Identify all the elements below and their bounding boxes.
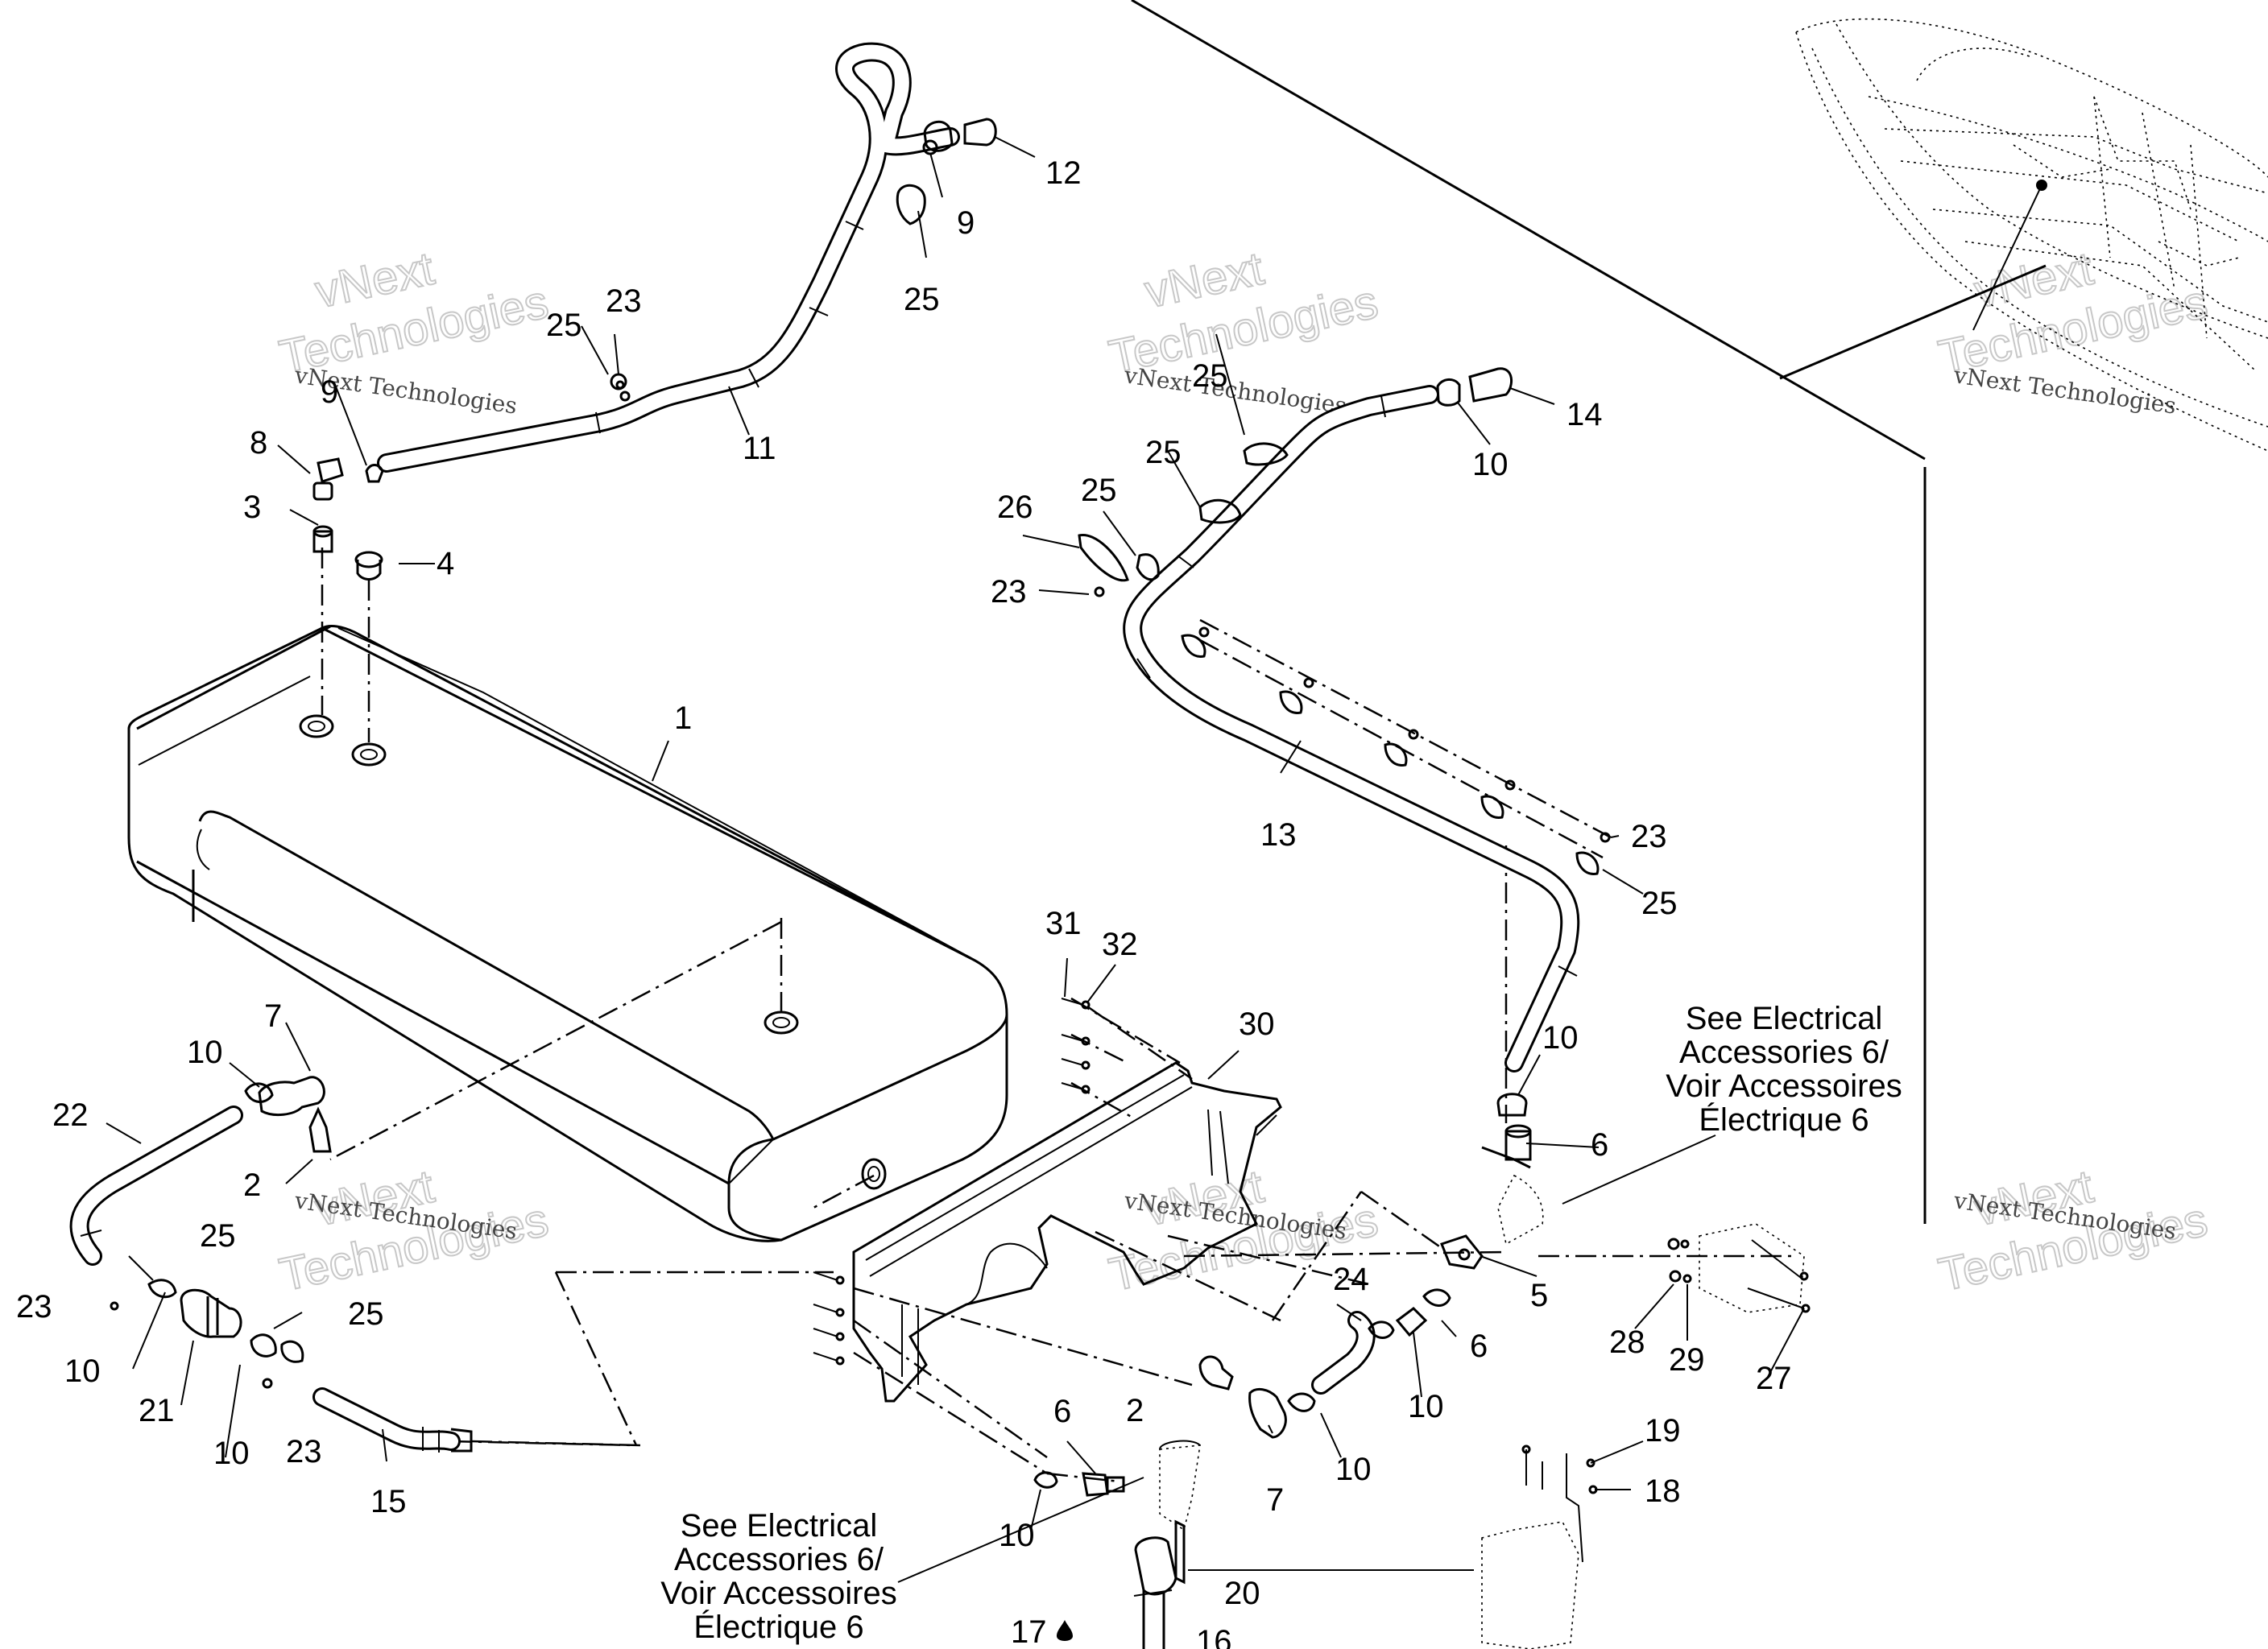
- callout-25: 25: [904, 282, 940, 317]
- note-line: Électrique 6: [1699, 1101, 1869, 1138]
- callout-12: 12: [1045, 155, 1082, 191]
- callout-7: 7: [264, 998, 282, 1034]
- note-line: Accessories 6/: [674, 1542, 884, 1577]
- callout-16: 16: [1196, 1624, 1232, 1649]
- callout-32: 32: [1102, 927, 1138, 962]
- watermark: vNext Technologies: [1934, 242, 2213, 384]
- watermark-text: vNext Technologies: [1122, 362, 1348, 419]
- callout-25: 25: [200, 1218, 236, 1254]
- callout-25: 25: [546, 308, 582, 343]
- callout-17: 17: [1011, 1614, 1047, 1649]
- note-line: See Electrical: [681, 1508, 878, 1544]
- callout-6: 6: [1591, 1127, 1608, 1163]
- filler-hose: [377, 42, 960, 473]
- fuel-pump-assembly: [1057, 1440, 1201, 1649]
- callout-23: 23: [606, 283, 642, 319]
- callout-15: 15: [370, 1484, 407, 1519]
- callout-20: 20: [1224, 1576, 1260, 1611]
- callout-10: 10: [64, 1354, 101, 1389]
- callout-3: 3: [243, 490, 261, 525]
- fuel-line-left: [69, 1076, 641, 1453]
- callout-14: 14: [1566, 397, 1603, 432]
- callout-22: 22: [52, 1097, 89, 1133]
- callout-13-vent-hose: 13: [1260, 817, 1297, 853]
- screws: [813, 998, 1091, 1366]
- hose-clamps: [615, 380, 1611, 875]
- note-line: Voir Accessoires: [660, 1576, 896, 1611]
- boat-inset: [1131, 0, 2268, 1224]
- callout-6: 6: [1470, 1329, 1488, 1364]
- vent-fittings: [312, 118, 997, 581]
- callout-5: 5: [1530, 1278, 1548, 1313]
- callout-25: 25: [1192, 358, 1228, 394]
- callout-29: 29: [1669, 1342, 1705, 1378]
- callout-25: 25: [1641, 886, 1678, 921]
- callout-25: 25: [1081, 473, 1117, 508]
- callout-10: 10: [1542, 1020, 1579, 1056]
- callout-11-filler-hose: 11: [743, 431, 776, 466]
- tank-bracket: [852, 1061, 1282, 1403]
- electrical-bracket: [1667, 1223, 1811, 1313]
- fuel-line-right: [1198, 1146, 1544, 1439]
- callout-2: 2: [1126, 1393, 1144, 1428]
- callout-7: 7: [1266, 1482, 1284, 1518]
- callout-25: 25: [348, 1296, 384, 1332]
- callout-10: 10: [1408, 1389, 1444, 1424]
- callout-30-bracket: 30: [1239, 1006, 1275, 1042]
- callout-25: 25: [1145, 435, 1182, 470]
- callout-23: 23: [16, 1289, 52, 1325]
- callout-10: 10: [213, 1436, 250, 1471]
- watermark: vNext Technologies: [275, 242, 554, 384]
- watermark-group: vNext Technologies vNext Technologies vN…: [275, 242, 2213, 1302]
- callout-labels: 1 2 2 3 4 5 6 6 6 7 7 8 9 9 10 10 10 10 …: [16, 155, 1792, 1649]
- watermark-text: vNext Technologies: [1951, 362, 2178, 419]
- callout-26: 26: [997, 490, 1033, 525]
- callout-31: 31: [1045, 906, 1082, 941]
- assembly-centerlines: [321, 548, 1796, 1483]
- callout-19: 19: [1645, 1413, 1681, 1449]
- callout-9: 9: [321, 374, 338, 410]
- note-line: Accessories 6/: [1679, 1035, 1889, 1070]
- watermark: vNext Technologies: [1104, 242, 1384, 384]
- vent-hose: [1123, 367, 1580, 1072]
- note-electrical-lower: See Electrical Accessories 6/ Voir Acces…: [660, 1508, 896, 1645]
- callout-24: 24: [1333, 1262, 1369, 1297]
- boat-hull-sketch: [1795, 18, 2268, 452]
- inset-pointer-line: [1972, 184, 2042, 331]
- callout-1-fuel-tank: 1: [674, 701, 692, 736]
- callout-10: 10: [187, 1035, 223, 1070]
- level-sensor: [1481, 1444, 1598, 1649]
- inset-pointer-line: [1779, 264, 2047, 380]
- callout-28: 28: [1609, 1325, 1645, 1360]
- callout-23: 23: [991, 574, 1027, 610]
- callout-10: 10: [999, 1518, 1035, 1553]
- callout-23: 23: [1631, 819, 1667, 854]
- callout-4: 4: [437, 546, 454, 581]
- note-line: Voir Accessoires: [1666, 1068, 1902, 1104]
- note-line: Électrique 6: [693, 1609, 863, 1645]
- callout-8: 8: [250, 425, 267, 461]
- callout-9: 9: [957, 205, 975, 241]
- inset-border: [1131, 0, 1926, 461]
- callout-21: 21: [139, 1393, 175, 1428]
- vent-bottom-fittings: [1496, 1093, 1532, 1161]
- note-electrical-upper: See Electrical Accessories 6/ Voir Acces…: [1666, 1001, 1902, 1138]
- callout-27: 27: [1756, 1361, 1792, 1396]
- callout-10: 10: [1472, 447, 1509, 482]
- callout-18: 18: [1645, 1473, 1681, 1509]
- callout-2: 2: [243, 1168, 261, 1203]
- note-line: See Electrical: [1686, 1001, 1883, 1036]
- callout-10: 10: [1335, 1452, 1372, 1487]
- callout-6: 6: [1053, 1394, 1071, 1429]
- leader-lines: [106, 136, 1805, 1597]
- callout-23: 23: [286, 1434, 322, 1469]
- drop-icon: [1057, 1620, 1073, 1641]
- fuel-tank: [127, 625, 1008, 1242]
